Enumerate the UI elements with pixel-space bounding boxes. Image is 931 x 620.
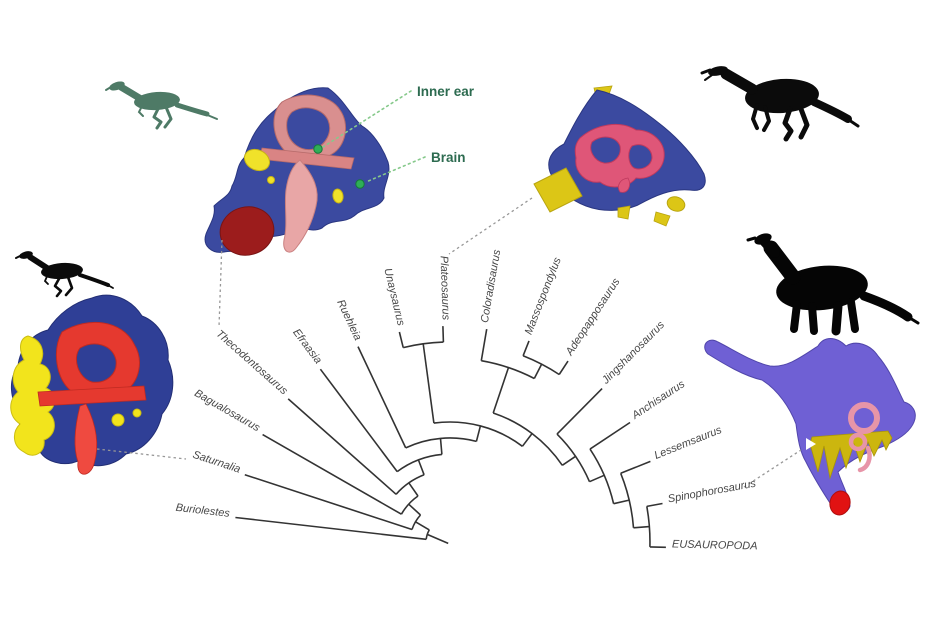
taxon-label-ruehleia: Ruehleia [334,298,363,342]
brain-label: Brain [431,150,466,165]
node-arc [646,506,651,547]
phylogenetic-tree: Buriolestes Saturnalia BagualosaurusThecod… [175,248,758,552]
annotation-inner-ear: Inner ear [313,84,475,154]
branch [422,343,435,424]
connector-plateosaurus [448,197,533,255]
branch [415,521,430,531]
node-arc [619,473,635,528]
branch [480,328,488,361]
braincase-spinophorosaurus [704,338,916,516]
branch [561,455,577,466]
branch [556,388,603,435]
taxon-label-unaysaurus: Unaysaurus [381,267,406,327]
taxon-label-efraasia: Efraasia [290,327,324,366]
node-arc [433,421,523,447]
silhouette-plateosaurid-black-icon [700,66,860,142]
connector-thecodontosaurus [218,239,223,328]
branch [533,363,543,379]
taxon-label-spinophorosaurus: Spinophorosaurus [667,478,757,506]
connector-spinophorosaurus [743,449,802,488]
inner-ear-leader-line [322,90,412,148]
root-stem [426,533,449,545]
node-arc [492,412,563,466]
brain-leader-line [365,156,426,183]
branch [408,482,419,497]
node-arc [481,359,535,380]
taxon-label-plateosaurus: Plateosaurus [438,256,452,321]
branch [492,367,510,414]
silhouette-basal-sauropodomorph-black-icon [15,251,114,298]
taxon-label-massospondylus: Massospondylus [523,255,564,336]
taxon-label-thecodontosaurus: Thecodontosaurus [213,328,290,398]
taxon-label-jingshanosaurus: Jingshanosaurus [599,319,667,388]
node-arc [556,433,591,483]
inner-ear-label: Inner ear [417,84,475,99]
taxon-label-buriolestes: Buriolestes [175,502,231,520]
inner-ear-marker-dot [313,144,323,154]
taxon-label-adeopapposaurus: Adeopapposaurus [563,276,623,359]
silhouette-basal-sauropodomorph-green-icon [105,81,218,130]
taxon-label-anchisaurus: Anchisaurus [629,378,687,422]
branch [589,421,631,450]
branch [475,425,482,442]
node-arc [589,448,615,504]
silhouette-sauropod-black-icon [746,233,920,336]
taxon-label-bagualosaurus: Bagualosaurus [192,387,262,434]
braincase-plateosaurus [533,85,706,227]
branch [522,340,530,357]
connector-saturnalia [96,448,187,460]
brain-marker-dot [355,179,365,189]
taxon-label-lessemsaurus: Lessemsaurus [653,424,724,462]
braincase-connectors [96,197,802,488]
branch [408,503,422,516]
node-arc [395,474,425,495]
braincase-saturnalia [10,294,174,475]
braincase-thecodontosaurus [204,87,390,256]
branch [244,473,413,531]
branch [633,525,650,529]
branch [558,360,569,375]
branch [319,368,398,473]
node-arc [405,437,477,449]
branch [589,474,605,483]
branch [620,460,651,475]
node-arc [411,514,422,530]
branch [442,326,445,343]
branch [262,433,402,515]
node-arc [403,341,444,349]
branch [521,433,533,447]
taxon-label-saturnalia: Saturnalia [191,449,242,476]
taxon-label-coloradisaurus: Coloradisaurus [479,248,504,323]
branch [439,438,443,455]
branch [646,502,663,508]
branch [398,331,404,348]
branch [235,516,427,541]
node-arc [396,453,442,473]
branch [287,398,397,495]
branch [357,346,407,449]
annotation-brain: Brain [355,150,466,189]
branch [613,499,630,505]
branch [417,459,425,476]
taxon-label-eusauropoda: EUSAUROPODA [672,538,758,552]
